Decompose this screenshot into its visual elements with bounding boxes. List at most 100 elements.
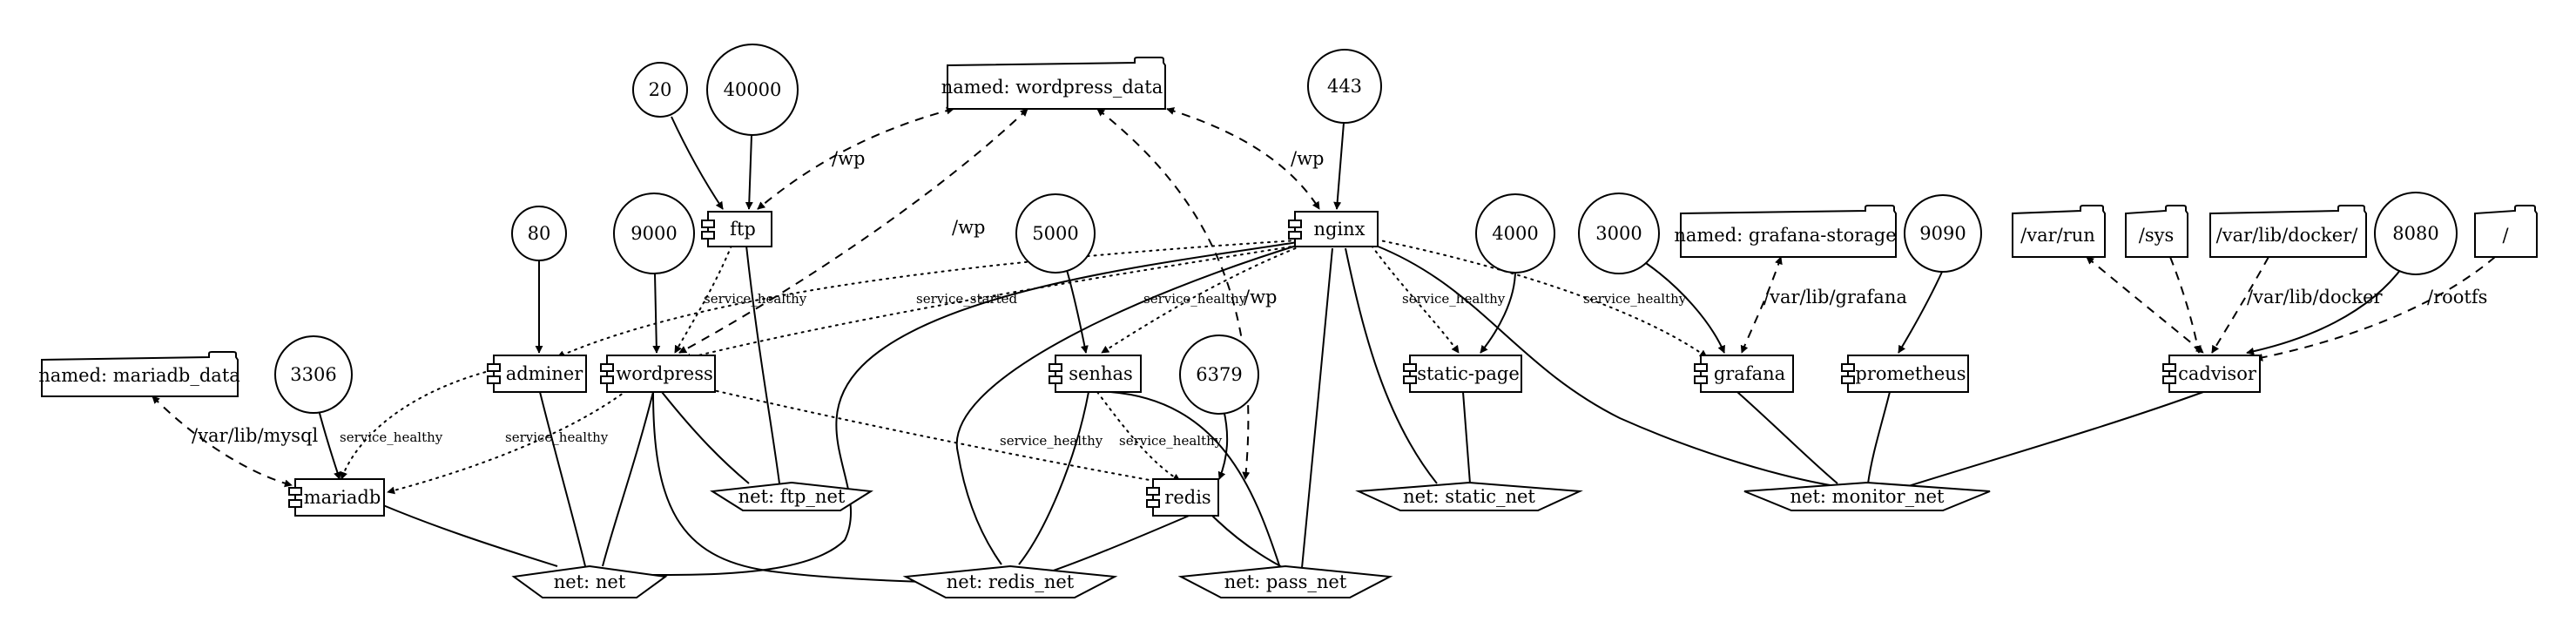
edge-static-staticnet (1462, 391, 1471, 484)
edge-40000-ftp (745, 134, 753, 210)
edge-3306-mariadb (317, 406, 341, 480)
svg-text:grafana: grafana (1714, 363, 1785, 384)
edge-label-wp-ftp: /wp (832, 148, 866, 169)
edge-nginx-net (652, 241, 1298, 576)
svg-text:6379: 6379 (1196, 364, 1242, 385)
port-node-6379: 6379 (1179, 335, 1259, 415)
edge-senhas-redis (1096, 391, 1181, 482)
edge-mariadbdata-mariadb (152, 395, 293, 488)
port-node-3306: 3306 (274, 335, 353, 414)
svg-text:cadvisor: cadvisor (2178, 363, 2257, 384)
edge-docker-cadvisor (2211, 256, 2269, 354)
edge-label-sh-ftp-wp: service_healthy (704, 291, 807, 307)
port-node-9000: 9000 (613, 193, 695, 274)
network-node-redis-net: net: redis_net (902, 564, 1118, 598)
edge-nginx-adminer (556, 240, 1298, 358)
port-node-8080: 8080 (2374, 192, 2458, 275)
edge-label-wp-redis: /wp (1244, 287, 1278, 307)
network-nodes: net: ftp_net net: static_net net: monito… (511, 481, 1991, 598)
edge-9090-prometheus (1898, 269, 1944, 354)
edge-label-ss-nginx-wp: service_started (916, 291, 1018, 307)
volume-node-mariadb-data: named: mariadb_data (38, 351, 240, 397)
svg-text:8080: 8080 (2392, 223, 2438, 244)
service-node-ftp: ftp (701, 211, 772, 247)
svg-text:net: ftp_net: net: ftp_net (738, 486, 846, 507)
port-node-20: 20 (632, 62, 688, 118)
edge-nginx-wordpress (683, 245, 1298, 362)
edge-nginx-passnet (1301, 247, 1333, 569)
svg-text:/: / (2502, 225, 2509, 246)
edge-ftp-wordpress (674, 245, 732, 354)
svg-text:prometheus: prometheus (1855, 363, 1966, 384)
svg-text:nginx: nginx (1313, 219, 1365, 240)
svg-text:adminer: adminer (506, 363, 584, 384)
service-node-grafana: grafana (1694, 355, 1794, 393)
volume-node-wordpress-data: named: wordpress_data (941, 57, 1166, 110)
edge-wordpress-ftpnet (661, 391, 750, 484)
port-node-80: 80 (511, 206, 567, 261)
volume-nodes: named: wordpress_data named: grafana-sto… (38, 57, 2538, 397)
port-node-5000: 5000 (1015, 193, 1096, 274)
svg-text:net: net: net: net (554, 571, 626, 592)
svg-text:net: monitor_net: net: monitor_net (1790, 486, 1945, 507)
svg-text:named: wordpress_data: named: wordpress_data (941, 77, 1163, 98)
network-node-pass-net: net: pass_net (1177, 564, 1393, 598)
edge-nginx-monitornet (1375, 245, 1847, 489)
volume-node-root: / (2474, 205, 2538, 258)
edge-label-grafana-mount: /var/lib/grafana (1763, 287, 1907, 307)
edge-label-rootfs-mount: /rootfs (2427, 287, 2487, 307)
svg-text:named: mariadb_data: named: mariadb_data (38, 365, 240, 386)
port-nodes: 20 40000 443 80 9000 5000 4000 3000 (274, 44, 2458, 415)
service-node-wordpress: wordpress (600, 355, 716, 393)
svg-text:3000: 3000 (1595, 223, 1642, 244)
svg-text:ftp: ftp (730, 219, 756, 240)
edge-label-wp-nginx: /wp (1291, 148, 1325, 169)
edge-label-sh-nginx-grafana: service_healthy (1583, 291, 1687, 307)
edge-root-cadvisor (2255, 256, 2496, 362)
edge-varrun-cadvisor (2086, 256, 2204, 354)
edge-label-sh-senhas-redis: service_healthy (1119, 433, 1223, 449)
svg-text:4000: 4000 (1492, 223, 1538, 244)
svg-text:redis: redis (1164, 487, 1210, 508)
port-node-4000: 4000 (1475, 193, 1555, 274)
volume-node-grafana-storage: named: grafana-storage (1674, 205, 1897, 258)
svg-text:net: static_net: net: static_net (1403, 486, 1535, 507)
svg-text:net: pass_net: net: pass_net (1224, 571, 1347, 592)
edge-label-sh-wp-redis: service_healthy (1000, 433, 1103, 449)
svg-text:/sys: /sys (2139, 225, 2175, 246)
service-node-static-page: static-page (1403, 355, 1522, 393)
edge-redis-passnet (1210, 513, 1290, 571)
network-node-net: net: net (511, 564, 668, 598)
edge-ftp-ftpnet (745, 245, 780, 484)
edge-label-sh-nginx-static: service_healthy (1402, 291, 1506, 307)
edge-nginx-grafana (1375, 239, 1708, 358)
svg-text:/var/run: /var/run (2020, 225, 2095, 246)
network-node-monitor-net: net: monitor_net (1743, 481, 1991, 511)
svg-text:20: 20 (649, 79, 672, 100)
edge-8080-cadvisor (2246, 265, 2404, 355)
svg-text:mariadb: mariadb (304, 487, 381, 508)
edge-wordpress-redisnet (652, 391, 985, 585)
svg-text:static-page: static-page (1417, 363, 1520, 384)
svg-text:40000: 40000 (724, 79, 782, 100)
edge-443-nginx (1333, 122, 1345, 210)
edge-grafana-storage-grafana (1740, 256, 1783, 354)
edge-label-sh-wp-mariadb: service_healthy (505, 429, 609, 445)
edge-label-sh-adminer-mariadb: service_healthy (340, 429, 443, 445)
svg-text:net: redis_net: net: redis_net (947, 571, 1075, 592)
edge-wordpress-net (602, 391, 654, 567)
edge-wordpress-mariadb (387, 389, 628, 495)
edge-prometheus-monitornet (1867, 391, 1891, 484)
edge-label-sh-nginx-senhas: service_healthy (1143, 291, 1247, 307)
port-node-443: 443 (1307, 49, 1382, 124)
svg-text:5000: 5000 (1032, 223, 1078, 244)
network-node-ftp-net: net: ftp_net (710, 481, 873, 511)
svg-text:senhas: senhas (1069, 363, 1133, 384)
port-node-40000: 40000 (706, 44, 799, 136)
edge-mariadb-net (382, 504, 558, 567)
edge-labels: /wp /wp /wp /wp /var/lib/grafana /var/li… (192, 148, 2487, 449)
edge-wpdata-redis (1096, 108, 1251, 480)
svg-text:80: 80 (528, 223, 551, 244)
edge-label-mysql-mount: /var/lib/mysql (192, 425, 319, 446)
edge-label-wp-wordpress: /wp (952, 217, 986, 238)
